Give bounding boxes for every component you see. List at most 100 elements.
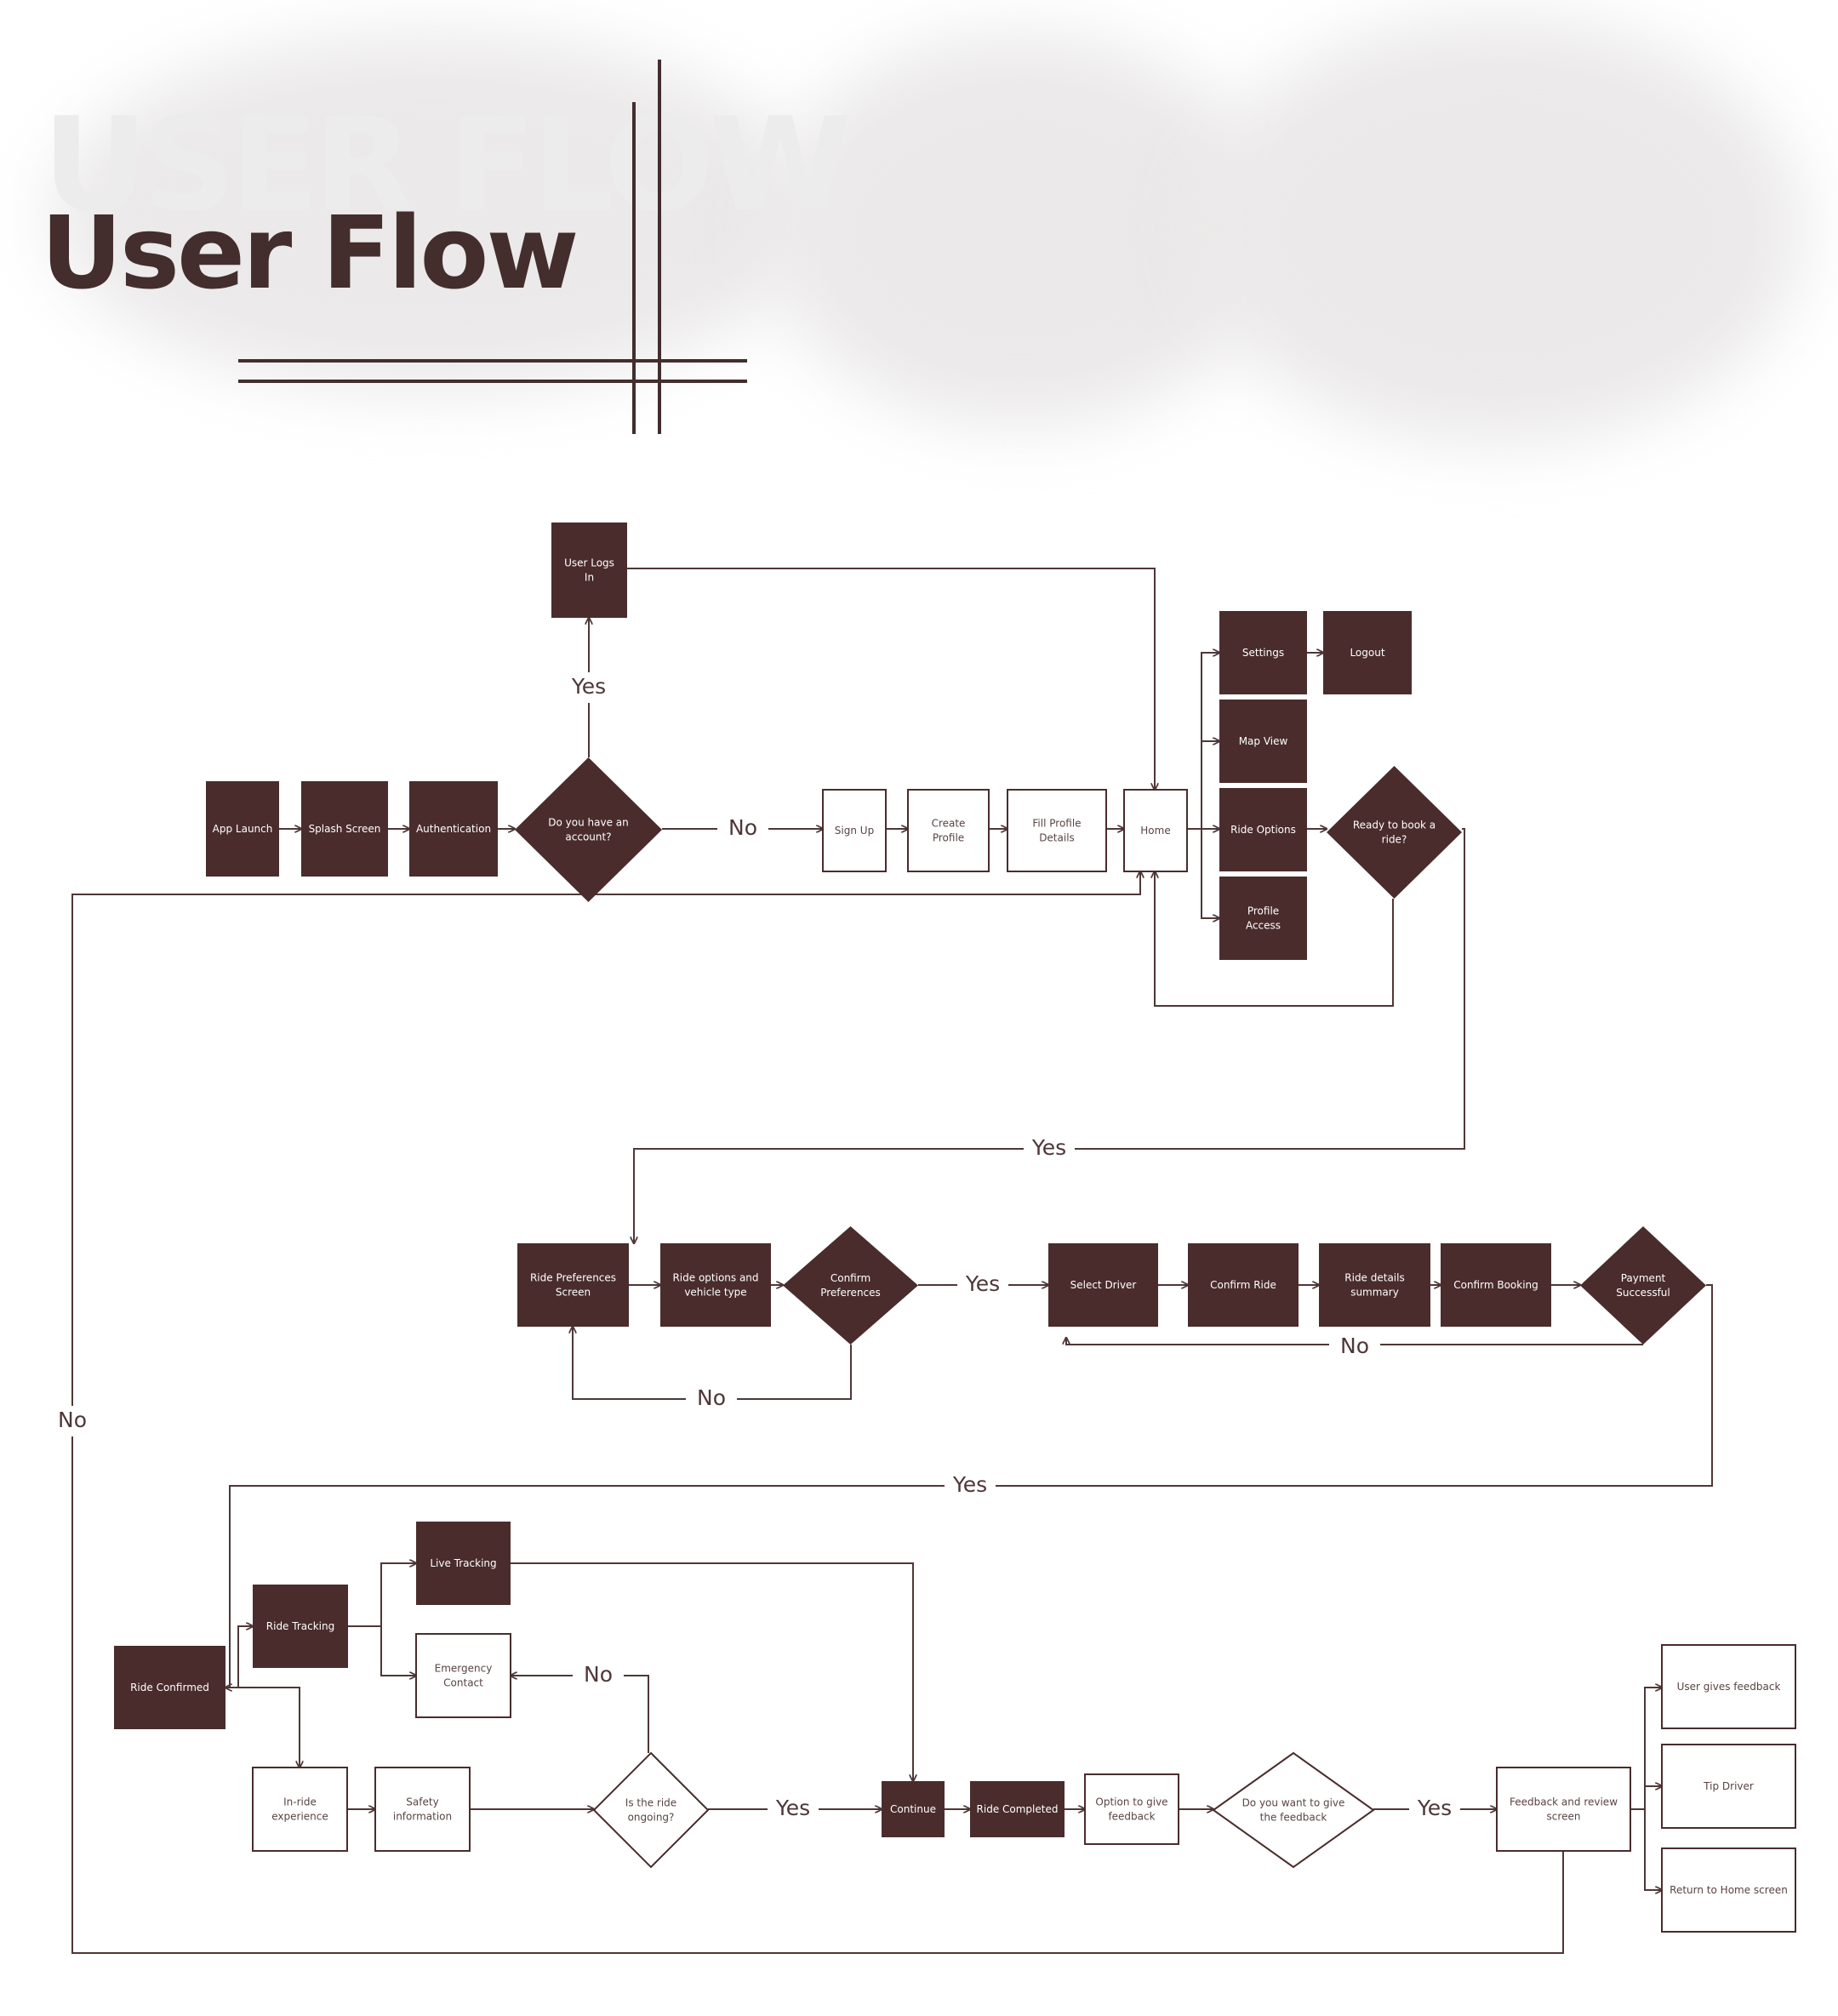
process-box [1219, 877, 1307, 960]
connector-arrow [627, 568, 1155, 790]
flow-node-live-tracking: Live Tracking [416, 1522, 511, 1605]
process-box [253, 1585, 348, 1668]
connector-arrow [1630, 1688, 1662, 1810]
flow-node-user-feedback: User gives feedback [1661, 1644, 1796, 1729]
edge-label-bg [717, 814, 768, 844]
node-label: App Launch [213, 823, 273, 835]
process-box [1441, 1243, 1551, 1327]
edge-label-bg [686, 1384, 737, 1414]
node-label: Settings [1242, 647, 1284, 659]
node-label: Live Tracking [430, 1557, 496, 1569]
connector-arrow [1201, 829, 1219, 918]
node-label: Ride Options [1230, 824, 1296, 836]
process-box [415, 1633, 511, 1718]
node-label: Home [1140, 825, 1170, 837]
edge-label-no-emergency: No [584, 1662, 613, 1687]
process-box [1219, 611, 1307, 694]
node-label: User gives feedback [1677, 1681, 1781, 1693]
process-box [1007, 789, 1107, 872]
process-box [970, 1781, 1065, 1837]
connector-arrow [1155, 871, 1394, 1007]
process-box [1661, 1744, 1796, 1829]
connector-arrow [634, 828, 1465, 1243]
process-box [301, 781, 388, 877]
process-box [409, 781, 498, 877]
title-watermark: USER FLOW [43, 89, 852, 240]
flow-node-splash: Splash Screen [301, 781, 388, 877]
flow-node-ride-tracking: Ride Tracking [253, 1585, 348, 1668]
edge-label-yes-ready: Yes [1031, 1135, 1066, 1160]
edge-label-yes-payment: Yes [952, 1472, 987, 1497]
process-box [517, 1243, 629, 1327]
decision-diamond [1327, 766, 1462, 899]
node-label: Return to Home screen [1670, 1884, 1788, 1896]
connector-arrow [1066, 1338, 1643, 1345]
edge-label-no-signup: No [728, 815, 757, 840]
edge-label-yes-ongoing: Yes [775, 1796, 810, 1820]
connector-arrow [348, 1563, 416, 1627]
flow-node-ride-options: Ride Options [1219, 788, 1307, 871]
flow-node-continue: Continue [882, 1781, 945, 1837]
process-box [551, 523, 627, 618]
process-box [907, 789, 990, 872]
node-label: Sign Up [835, 825, 874, 837]
connector-arrow [511, 1562, 913, 1781]
node-label: Authentication [416, 823, 491, 835]
flow-node-settings: Settings [1219, 611, 1307, 694]
flow-node-logout: Logout [1323, 611, 1412, 694]
process-box [114, 1646, 225, 1729]
background-blur [51, 34, 817, 391]
decision-diamond [592, 1751, 710, 1869]
node-label: Logout [1350, 647, 1384, 659]
process-box [1188, 1243, 1299, 1327]
node-label: Confirm Ride [1210, 1279, 1276, 1291]
process-box [822, 789, 887, 872]
decision-diamond [1580, 1226, 1706, 1345]
decorative-line [658, 60, 661, 434]
process-box [1496, 1767, 1631, 1852]
process-box [1219, 788, 1307, 871]
connector-arrow [1644, 1809, 1662, 1890]
flow-node-ride-completed: Ride Completed [970, 1781, 1065, 1837]
connector-arrow [1201, 653, 1219, 829]
background-blur [1191, 17, 1804, 443]
edge-label-yes-feedback: Yes [1417, 1796, 1452, 1820]
process-box [1661, 1644, 1796, 1729]
page-title: User Flow [41, 194, 579, 311]
connector-arrow [225, 1687, 300, 1768]
flow-node-confirm-booking: Confirm Booking [1441, 1243, 1551, 1327]
node-label: Select Driver [1070, 1279, 1137, 1291]
process-box [206, 781, 279, 877]
process-box [416, 1522, 511, 1605]
edge-label-yes-pref: Yes [965, 1271, 1000, 1296]
edge-label-bg [563, 672, 614, 703]
node-label: Confirm Booking [1453, 1279, 1538, 1291]
flow-node-select-driver: Select Driver [1048, 1243, 1158, 1327]
decorative-line [632, 102, 636, 434]
